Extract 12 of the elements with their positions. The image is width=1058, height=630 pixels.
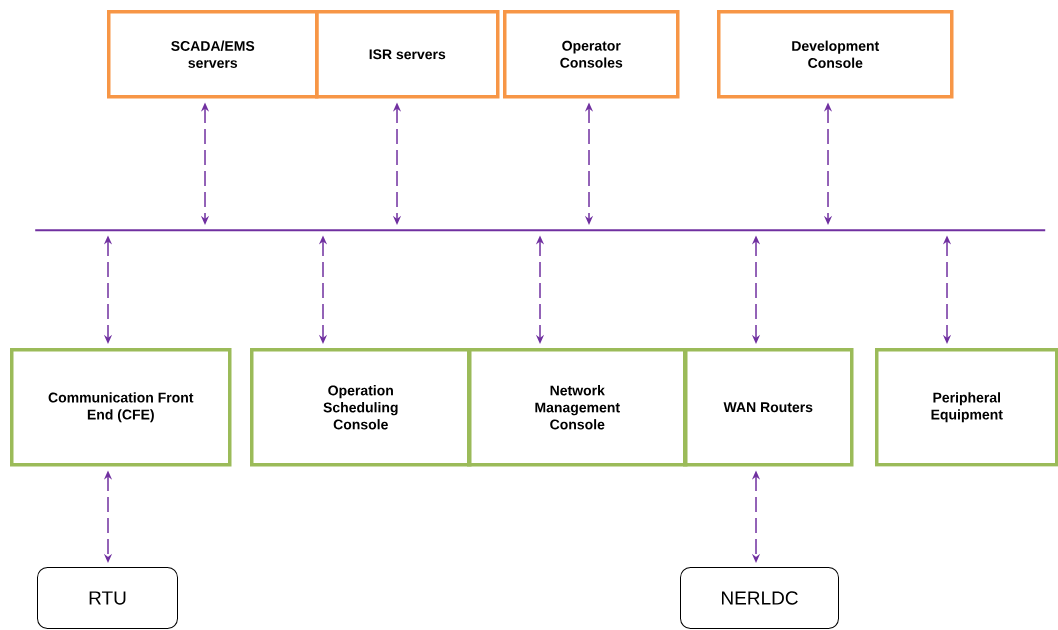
component-box: WAN Routers xyxy=(683,348,854,467)
server-box: SCADA/EMS servers xyxy=(107,10,319,99)
component-box: Communication Front End (CFE) xyxy=(10,348,232,467)
network-bus xyxy=(35,229,1046,232)
station-box: RTU xyxy=(37,567,178,629)
server-box: Operator Consoles xyxy=(503,10,680,99)
component-box: Peripheral Equipment xyxy=(875,348,1058,467)
component-box: Network Management Console xyxy=(467,348,688,467)
server-box: Development Console xyxy=(717,10,954,99)
component-box: Operation Scheduling Console xyxy=(250,348,472,467)
server-box: ISR servers xyxy=(315,10,500,99)
station-box: NERLDC xyxy=(680,567,839,629)
